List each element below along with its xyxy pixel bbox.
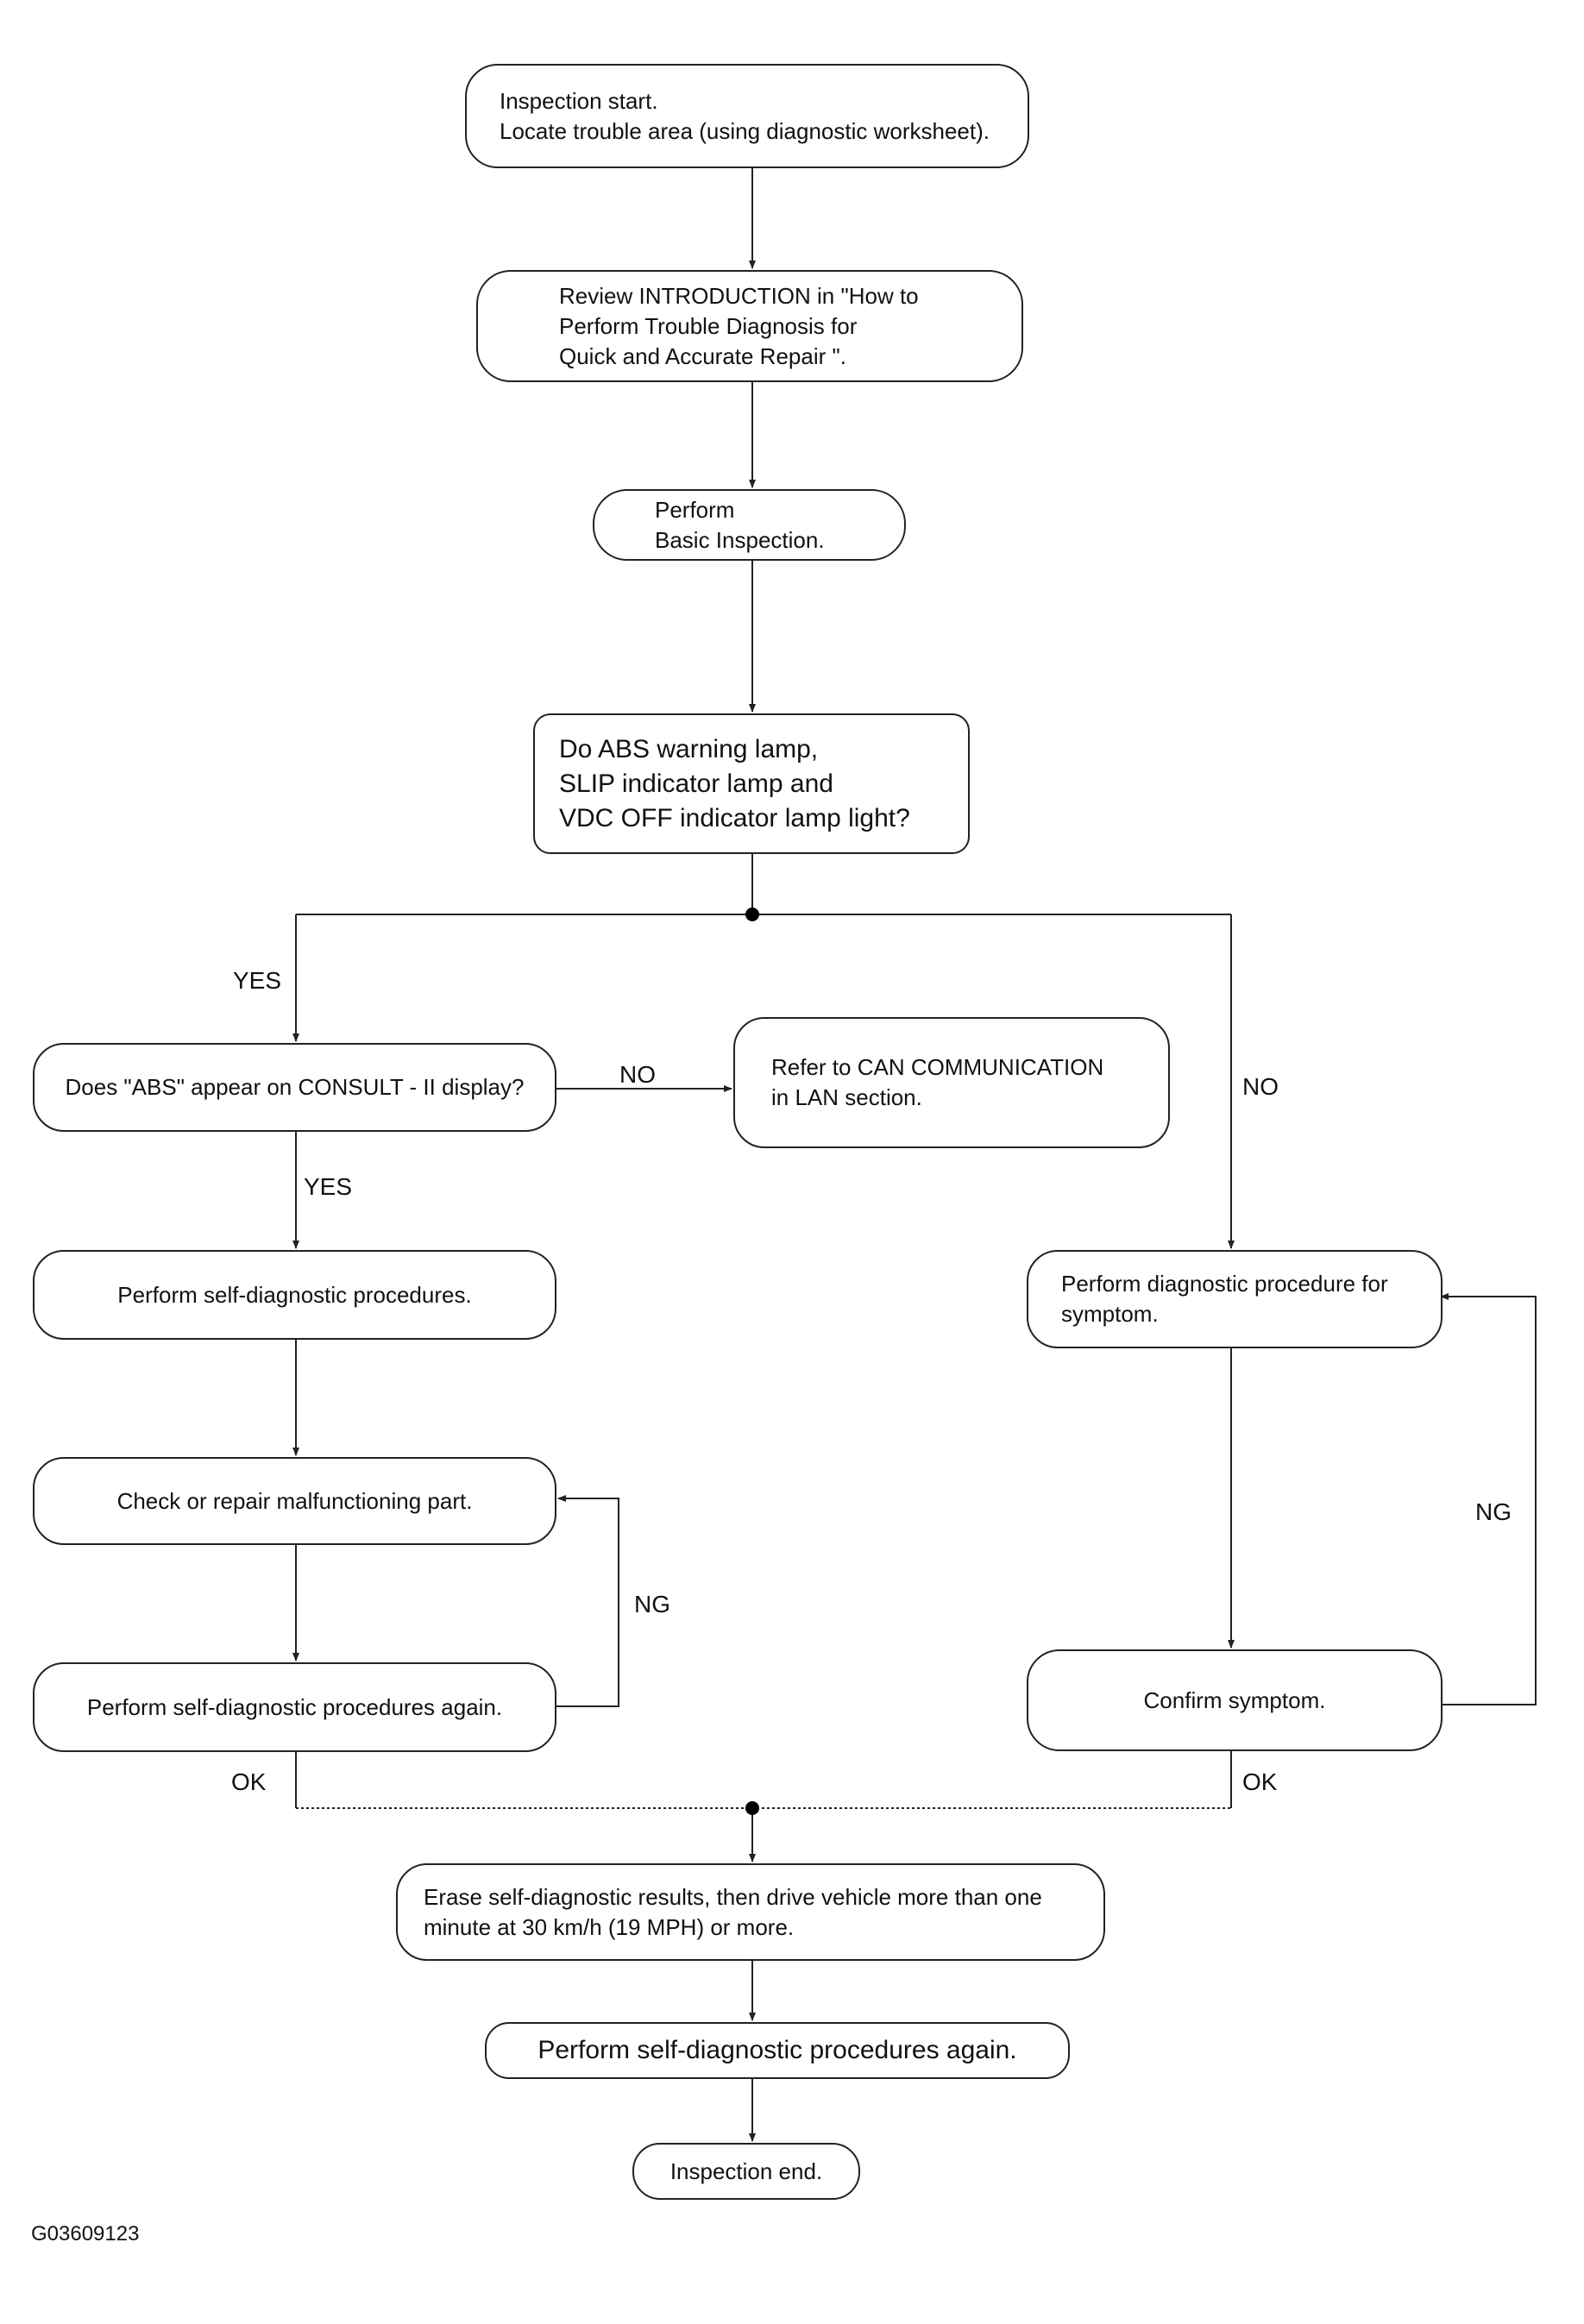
final-self-diagnostic-box: Perform self-diagnostic procedures again… xyxy=(485,2022,1070,2079)
symptom-procedure-box: Perform diagnostic procedure for symptom… xyxy=(1027,1250,1443,1348)
label-ng-right: NG xyxy=(1475,1498,1512,1525)
junction-dot-top xyxy=(745,908,759,921)
inspection-end-line-1: Inspection end. xyxy=(669,2158,823,2184)
erase-line-2: minute at 30 km/h (19 MPH) or more. xyxy=(424,1913,795,1940)
label-ok-right: OK xyxy=(1242,1768,1278,1795)
inspection-start-line-1: Inspection start. xyxy=(500,87,658,114)
abs-display-line-1: Does "ABS" appear on CONSULT - II displa… xyxy=(65,1074,525,1100)
abs-display-question-box: Does "ABS" appear on CONSULT - II displa… xyxy=(33,1043,556,1132)
review-line-3: Quick and Accurate Repair ". xyxy=(559,342,846,369)
review-introduction-box: Review INTRODUCTION in "How to Perform T… xyxy=(476,270,1023,382)
can-line-1: Refer to CAN COMMUNICATION xyxy=(771,1054,1104,1080)
symptom-line-2: symptom. xyxy=(1061,1301,1159,1327)
label-ng-left: NG xyxy=(634,1591,670,1617)
label-no-main: NO xyxy=(1242,1073,1279,1100)
final-self-diagnostic-line-1: Perform self-diagnostic procedures again… xyxy=(537,2036,1017,2064)
self-diagnostic-box: Perform self-diagnostic procedures. xyxy=(33,1250,556,1340)
label-no-can: NO xyxy=(619,1061,656,1088)
can-line-2: in LAN section. xyxy=(771,1084,922,1110)
confirm-line-1: Confirm symptom. xyxy=(1143,1686,1326,1713)
basic-inspection-box: Perform Basic Inspection. xyxy=(593,489,906,561)
question-line-3: VDC OFF indicator lamp light? xyxy=(559,803,910,832)
question-line-2: SLIP indicator lamp and xyxy=(559,769,833,798)
basic-line-1: Perform xyxy=(655,496,735,523)
junction-dot-bottom xyxy=(745,1801,759,1815)
erase-results-box: Erase self-diagnostic results, then driv… xyxy=(396,1863,1105,1961)
inspection-start-box: Inspection start. Locate trouble area (u… xyxy=(465,64,1029,168)
can-communication-box: Refer to CAN COMMUNICATION in LAN sectio… xyxy=(733,1017,1170,1148)
arrow-ng-right-loop xyxy=(1440,1293,1537,1705)
inspection-end-box: Inspection end. xyxy=(632,2143,860,2200)
self-diagnostic-line-1: Perform self-diagnostic procedures. xyxy=(117,1281,472,1308)
erase-line-1: Erase self-diagnostic results, then driv… xyxy=(424,1883,1042,1910)
warning-lamp-question-box: Do ABS warning lamp, SLIP indicator lamp… xyxy=(533,713,970,854)
question-line-1: Do ABS warning lamp, xyxy=(559,734,819,763)
arrow-ng-left-loop xyxy=(556,1495,619,1707)
check-repair-line-1: Check or repair malfunctioning part. xyxy=(116,1487,473,1514)
basic-line-2: Basic Inspection. xyxy=(655,526,825,553)
check-repair-box: Check or repair malfunctioning part. xyxy=(33,1457,556,1545)
label-yes-abs: YES xyxy=(304,1173,353,1200)
review-line-2: Perform Trouble Diagnosis for xyxy=(559,312,858,339)
confirm-symptom-box: Confirm symptom. xyxy=(1027,1649,1443,1751)
inspection-start-line-2: Locate trouble area (using diagnostic wo… xyxy=(500,117,990,144)
label-ok-left: OK xyxy=(231,1768,267,1795)
symptom-line-1: Perform diagnostic procedure for xyxy=(1061,1271,1388,1297)
figure-id: G03609123 xyxy=(31,2222,140,2245)
self-diagnostic-again-box: Perform self-diagnostic procedures again… xyxy=(33,1662,556,1752)
review-line-1: Review INTRODUCTION in "How to xyxy=(559,282,919,309)
self-diagnostic-again-line-1: Perform self-diagnostic procedures again… xyxy=(86,1693,503,1720)
label-yes-main: YES xyxy=(233,967,282,994)
